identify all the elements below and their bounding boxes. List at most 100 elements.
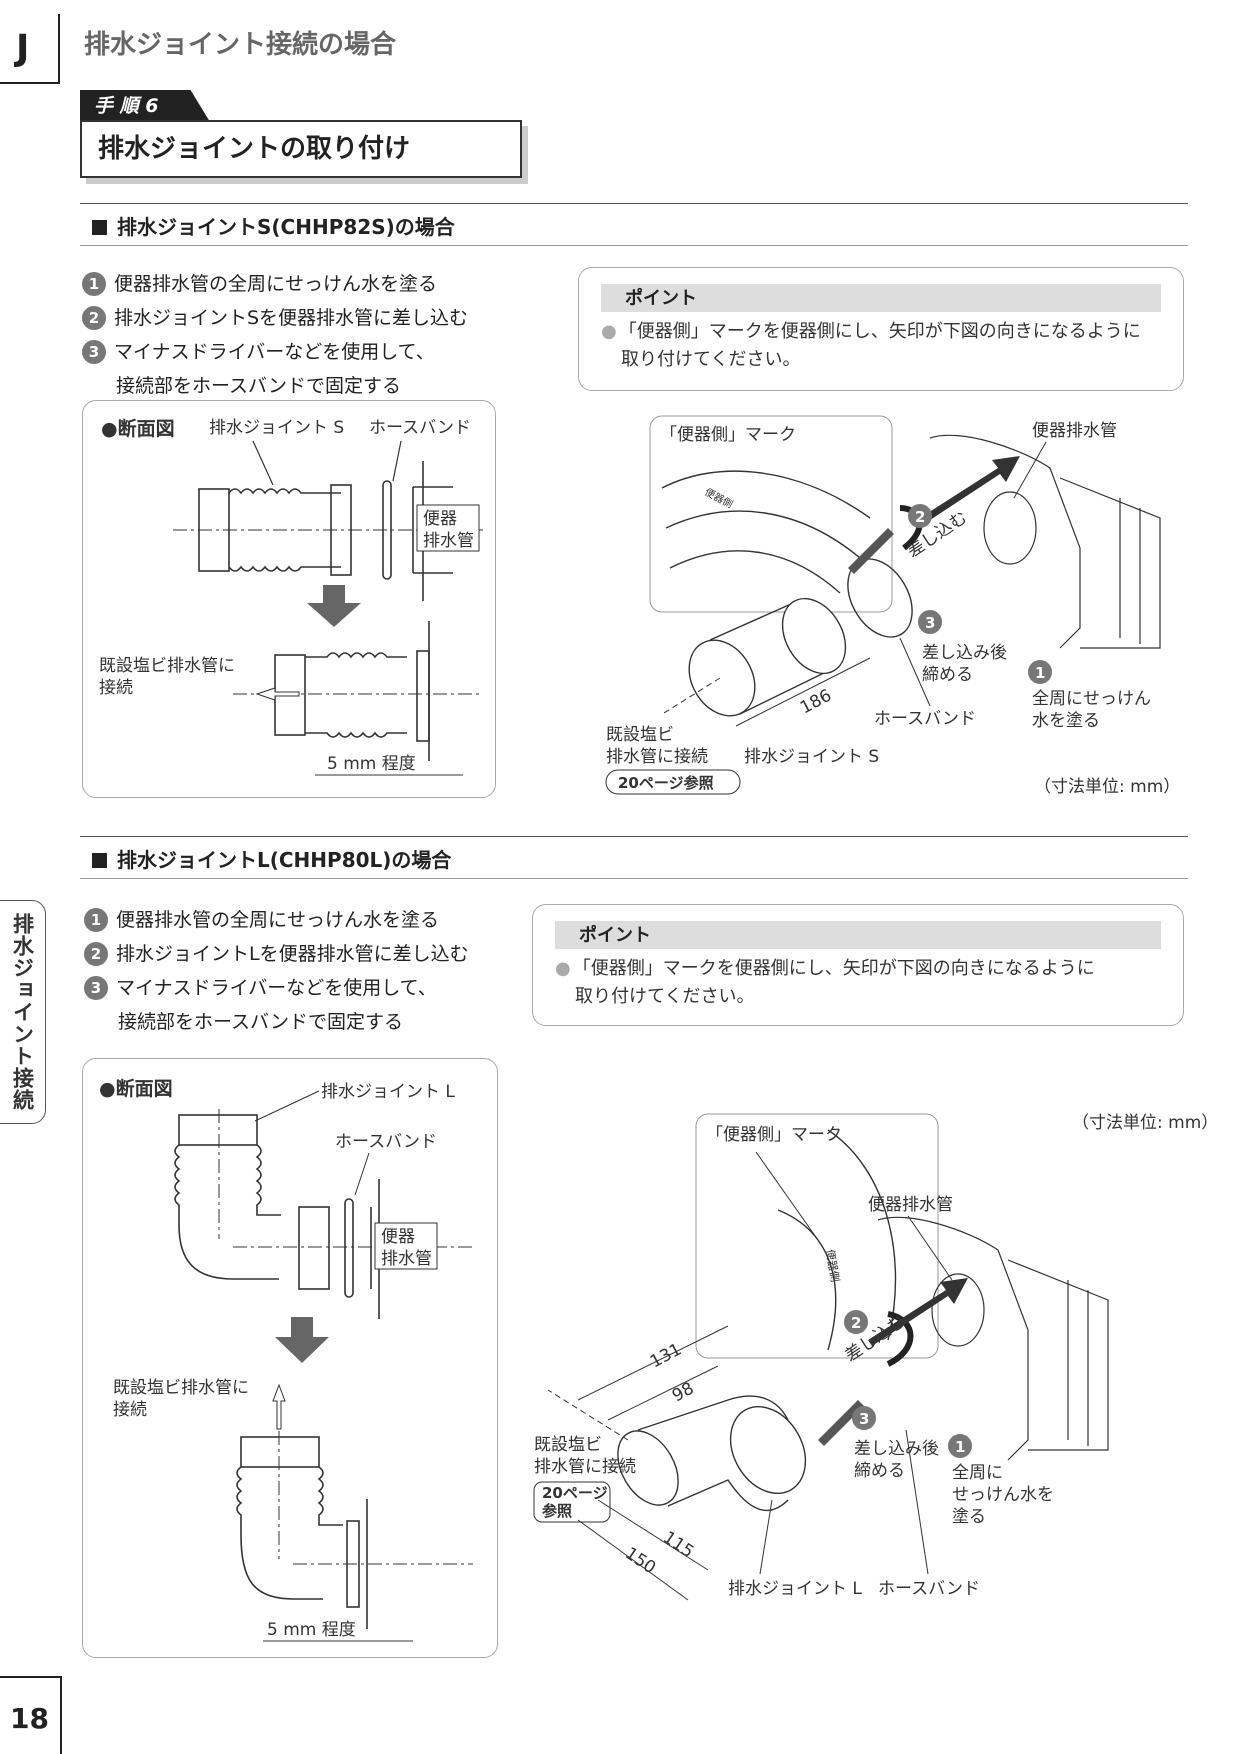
label-band: ホースバンド	[369, 418, 471, 438]
step-item: 2 排水ジョイントSを便器排水管に差し込む	[82, 301, 468, 335]
step-number-badge	[844, 1310, 868, 1334]
joint-closeup-lines	[661, 470, 871, 594]
rotate-arrow-icon	[886, 1311, 914, 1367]
section-rule	[80, 878, 1188, 879]
bullet-icon: ●	[555, 958, 571, 979]
step-number-badge: 3	[84, 976, 108, 1000]
cross-section-diagram-l: ●断面図 排水ジョイント L ホースバンド 便器 排水管 既設塩ビ排水管に 接続	[82, 1058, 498, 1658]
page-reference-badge	[605, 769, 741, 795]
joint-closeup-lines	[777, 1129, 897, 1351]
step-text: 便器排水管の全周にせっけん水を塗る	[114, 273, 438, 295]
point-heading: ポイント	[555, 921, 1161, 949]
step-tag: 手 順 6	[80, 90, 210, 122]
existing-direction-arrow	[663, 677, 721, 714]
section-s-heading-text: 排水ジョイントS(CHHP82S)の場合	[117, 215, 455, 239]
step-number-badge: 2	[82, 306, 106, 330]
step-title: 排水ジョイントの取り付け	[80, 120, 522, 178]
point-text-line1: 「便器側」マークを便器側にし、矢印が下図の向きになるように	[618, 321, 1141, 342]
step-item: 3 マイナスドライバーなどを使用して、	[84, 971, 469, 1005]
chapter-letter: J	[0, 14, 60, 84]
leader-line	[354, 1152, 370, 1196]
section-rule	[80, 836, 1188, 837]
section-l-heading-text: 排水ジョイントL(CHHP80L)の場合	[117, 848, 452, 872]
step-number-text: 3	[925, 614, 935, 632]
page-number: 18	[0, 1676, 62, 1754]
leader-line	[899, 637, 931, 707]
label-band: ホースバンド	[335, 1132, 437, 1152]
label-pipe-2: 排水管	[423, 531, 474, 551]
toilet-body-drawing	[877, 1216, 1109, 1461]
label-existing-1: 既設塩ビ	[534, 1435, 602, 1455]
leader-line	[254, 1090, 320, 1122]
install-figure-l: （寸法単位: mm） 「便器側」マーク 便器側 便器排水管 2 差し込む 3 差…	[533, 1113, 1208, 1601]
mark-zoom-bubble	[695, 1113, 939, 1359]
point-text-line2: 取り付けてください。	[621, 349, 801, 370]
step-number-text: 2	[915, 508, 925, 526]
square-bullet-icon	[92, 220, 107, 235]
leader-line	[252, 440, 274, 486]
step-number-text: 2	[851, 1314, 861, 1332]
dimension-line	[597, 1499, 709, 1571]
label-existing-1: 既設塩ビ排水管に	[99, 656, 235, 676]
dimension-line	[607, 1365, 719, 1421]
joint-s-upper	[198, 461, 453, 601]
step-number-text: 3	[859, 1410, 869, 1428]
joint-l-lower	[236, 1436, 368, 1629]
label-pipe-2: 排水管	[381, 1249, 432, 1269]
step-number-badge: 1	[84, 908, 108, 932]
label-soap-3: 塗る	[952, 1506, 986, 1527]
label-pipe-1: 便器	[423, 509, 457, 529]
label-hose-band: ホースバンド	[878, 1579, 980, 1599]
section-rule	[80, 203, 1188, 204]
toilet-body-drawing	[929, 434, 1161, 649]
label-joint: 排水ジョイント S	[209, 418, 344, 438]
section-s-heading: 排水ジョイントS(CHHP82S)の場合	[92, 211, 455, 240]
left-arrow-icon	[255, 687, 300, 701]
step-number-badge	[908, 504, 932, 528]
bullet-icon: ●	[601, 321, 617, 342]
unit-note: （寸法単位: mm）	[1072, 1113, 1208, 1133]
dimension-line	[735, 657, 871, 727]
step-text: マイナスドライバーなどを使用して、	[116, 977, 437, 999]
point-text: ●「便器側」マークを便器側にし、矢印が下図の向きになるように	[601, 318, 1141, 346]
step-text-continued: 接続部をホースバンドで固定する	[118, 1011, 404, 1033]
leader-line	[392, 440, 402, 482]
point-box-s: ポイント ●「便器側」マークを便器側にし、矢印が下図の向きになるように 取り付け…	[578, 267, 1184, 391]
label-toilet-pipe: 便器排水管	[1032, 421, 1117, 441]
page-reference-badge	[533, 1481, 611, 1523]
label-tighten-1: 差し込み後	[854, 1439, 939, 1459]
step-text: 排水ジョイントLを便器排水管に差し込む	[116, 943, 469, 965]
dimension-186: 186	[797, 686, 835, 719]
leader-line	[759, 1499, 773, 1575]
screwdriver-icon	[848, 528, 894, 574]
dimension-line	[577, 1325, 729, 1401]
page-reference-text: 20ページ参照	[618, 774, 714, 792]
diagram-title: ●断面図	[99, 1077, 173, 1100]
point-box-l: ポイント ●「便器側」マークを便器側にし、矢印が下図の向きになるように 取り付け…	[532, 904, 1184, 1026]
label-soap-2: 水を塗る	[1032, 710, 1100, 731]
joint-s-figure	[688, 558, 913, 717]
step-number-badge	[948, 1434, 972, 1458]
step-number-badge	[1028, 660, 1052, 684]
mark-print: 便器側	[823, 1248, 842, 1283]
step-number-badge	[918, 610, 942, 634]
label-existing-2: 接続	[113, 1400, 147, 1420]
label-joint: 排水ジョイント S	[744, 747, 879, 767]
point-heading: ポイント	[601, 284, 1161, 312]
leader-line	[1013, 441, 1047, 499]
cross-section-drawing-s: ●断面図 排水ジョイント S ホースバンド 便器 排水管	[99, 417, 483, 776]
side-index-tab: 排水ジョイント接続	[0, 900, 46, 1124]
label-joint: 排水ジョイント L	[728, 1579, 862, 1599]
step-text: 排水ジョイントSを便器排水管に差し込む	[114, 307, 469, 329]
up-arrow-icon	[272, 1383, 286, 1430]
label-soap-2: せっけん水を	[952, 1485, 1054, 1505]
unit-note: （寸法単位: mm）	[1034, 777, 1180, 797]
label-mark: 「便器側」マーク	[660, 425, 796, 445]
label-existing-1: 既設塩ビ	[606, 725, 674, 745]
insert-arrow-icon	[868, 1278, 968, 1346]
step-number-text: 1	[1035, 664, 1045, 682]
